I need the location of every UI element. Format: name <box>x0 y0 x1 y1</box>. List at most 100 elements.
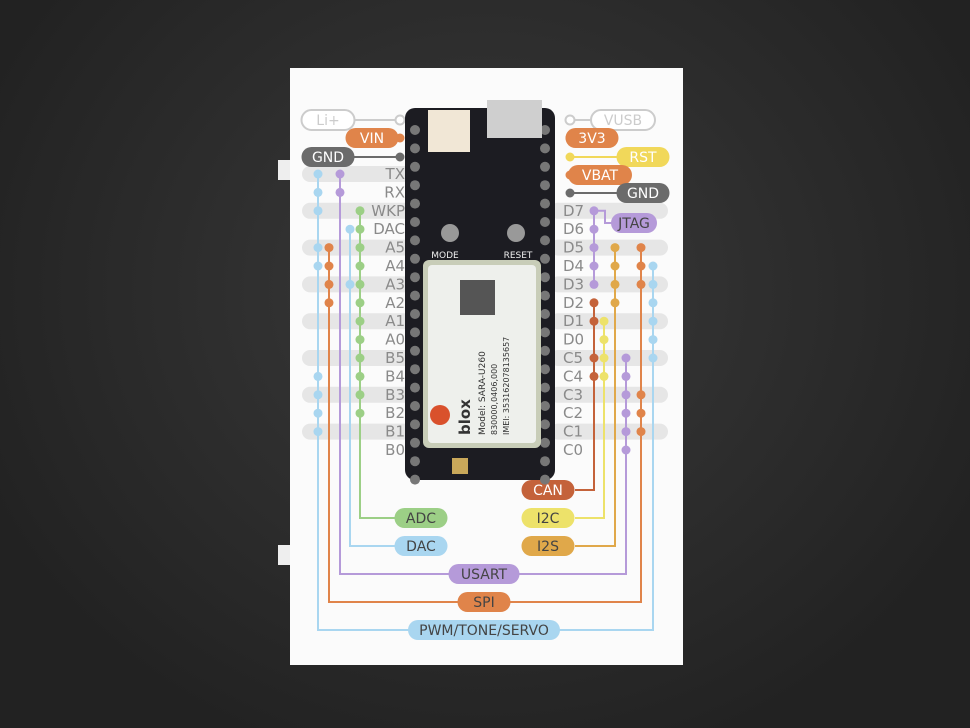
pin-dot <box>345 279 355 289</box>
module-shield <box>428 265 536 443</box>
pin-dot <box>355 353 365 363</box>
pin-dot <box>313 371 323 381</box>
module-model: Model: SARA-U260 <box>478 351 488 435</box>
header-pin <box>410 437 420 448</box>
function-label-dac: DAC <box>394 536 448 556</box>
header-pin <box>410 345 420 356</box>
module-imei: IMEI: 353162078135657 <box>502 337 511 435</box>
pin-dot <box>355 408 365 418</box>
header-pin <box>410 290 420 301</box>
pin-dot <box>648 261 658 271</box>
pin-label-d0: D0 <box>563 331 584 349</box>
power-label-3v3: 3V3 <box>565 128 619 148</box>
pill-shape <box>448 564 520 584</box>
pin-dot <box>565 152 575 162</box>
header-pin <box>410 382 420 393</box>
pill-shape <box>408 620 560 640</box>
pill-shape <box>568 165 632 185</box>
pill-shape <box>300 109 356 131</box>
pin-label-c5: C5 <box>563 349 583 367</box>
header-pin <box>540 253 550 264</box>
function-label-spi-text: SPI <box>473 595 494 611</box>
pill-shape <box>394 536 448 556</box>
pill-shape <box>590 109 656 131</box>
pill-shape <box>611 213 657 233</box>
signal-line <box>328 247 460 603</box>
signal-line <box>317 174 420 631</box>
header-pin <box>410 198 420 209</box>
header-pin <box>540 198 550 209</box>
function-label-i2c-text: I2C <box>537 511 560 527</box>
header-pin <box>410 419 420 430</box>
pin-dot <box>324 243 334 253</box>
power-label-gnd-text: GND <box>627 186 659 202</box>
header-pin <box>540 290 550 301</box>
pin-dot <box>610 279 620 289</box>
jtag-label: JTAG <box>611 213 657 233</box>
pin-label-c4: C4 <box>563 367 583 385</box>
qr-code <box>460 280 495 315</box>
power-label-rst-text: RST <box>629 150 657 166</box>
row-stripe <box>550 276 668 293</box>
function-label-i2c: I2C <box>521 508 575 528</box>
pill-shape <box>301 147 355 167</box>
pin-dot <box>313 390 323 400</box>
header-pin <box>410 180 420 191</box>
pin-label-dac: DAC <box>373 220 405 238</box>
signal-line <box>359 210 400 519</box>
pill-shape <box>616 183 670 203</box>
mode-button <box>441 224 459 242</box>
pin-dot <box>324 261 334 271</box>
pin-dot <box>313 243 323 253</box>
power-label-rst: RST <box>616 147 670 167</box>
header-pin <box>540 272 550 283</box>
pin-dot <box>636 408 646 418</box>
row-stripe <box>550 350 668 366</box>
row-stripe <box>550 423 668 440</box>
header-pin <box>540 382 550 393</box>
ublox-logo <box>430 405 450 425</box>
reset-button <box>507 224 525 242</box>
pin-dot <box>355 206 365 216</box>
pin-label-a1: A1 <box>385 312 405 330</box>
pin-dot <box>621 408 631 418</box>
pill-shape <box>521 480 575 500</box>
pin-dot <box>335 169 345 179</box>
pin-label-d5: D5 <box>563 239 584 257</box>
pin-label-c1: C1 <box>563 423 583 441</box>
pin-label-d1: D1 <box>563 312 584 330</box>
pin-dot <box>599 316 609 326</box>
pin-label-d4: D4 <box>563 257 584 275</box>
card-clip <box>278 160 290 180</box>
signal-line <box>349 229 400 547</box>
pin-dot <box>621 371 631 381</box>
pin-dot <box>648 316 658 326</box>
header-pin <box>410 309 420 319</box>
header-pin <box>410 456 420 467</box>
pin-dot <box>355 371 365 381</box>
header-pin <box>540 474 550 485</box>
pin-dot <box>636 279 646 289</box>
pin-label-a4: A4 <box>385 257 405 275</box>
pin-dot <box>394 114 406 126</box>
usb-connector <box>487 100 542 138</box>
power-label-gnd: GND <box>301 147 355 167</box>
pin-dot <box>589 279 599 289</box>
pill-shape <box>394 508 448 528</box>
power-label-gnd: GND <box>616 183 670 203</box>
module-brand: blox <box>456 399 474 435</box>
header-pin <box>410 253 420 264</box>
pin-label-b5: B5 <box>385 349 405 367</box>
header-pin <box>540 437 550 448</box>
pill-shape <box>521 536 575 556</box>
function-label-pwm-tone-servo-text: PWM/TONE/SERVO <box>419 623 549 639</box>
power-label-vbat: VBAT <box>568 165 632 185</box>
pin-dot <box>565 188 575 198</box>
pin-dot <box>589 371 599 381</box>
pin-dot <box>621 427 631 437</box>
mode-label: MODE <box>431 251 459 261</box>
pin-dot <box>324 298 334 308</box>
